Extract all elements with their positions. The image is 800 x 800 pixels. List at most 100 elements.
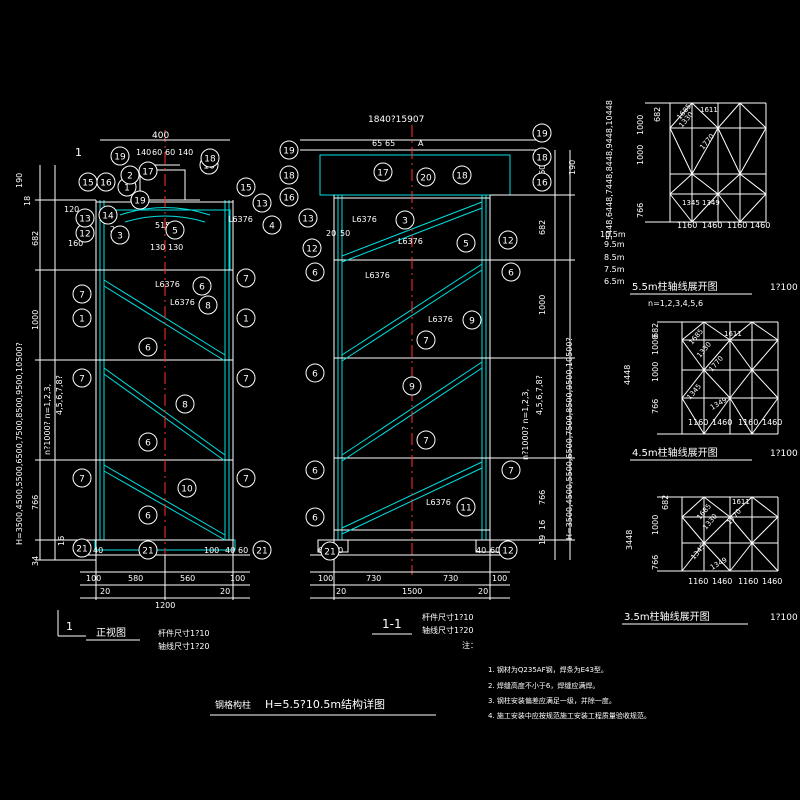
- expansion-row-dim: 682: [661, 495, 670, 510]
- front-callout-7-circle: [72, 468, 92, 488]
- side-callout-7-circle: [501, 460, 521, 480]
- expansion-diag-label: 1611: [732, 498, 750, 506]
- front-callout-13-circle: [252, 193, 272, 213]
- front-callout-1-circle: [236, 308, 256, 328]
- side-callout-11-circle: [456, 497, 476, 517]
- front-callout-6-label: 6: [145, 512, 151, 522]
- expansion-row-dim: 1000: [636, 115, 645, 135]
- grid-line: [751, 369, 779, 399]
- front-dim-bottom: [80, 139, 250, 600]
- side-callout-6-label: 6: [312, 370, 318, 380]
- note-line: 3. 钢柱安装偏差应满足一级，并除一度。: [488, 696, 616, 705]
- front-callout-6-circle: [192, 276, 212, 296]
- grid-line: [669, 173, 693, 195]
- front-dim-bottom-b: 100: [230, 574, 245, 583]
- front-callout-17-label: 17: [142, 168, 153, 178]
- side-callout-7-circle: [416, 430, 436, 450]
- front-dim-side: 18: [23, 196, 32, 206]
- side-dim-top: 1840?15907: [368, 115, 424, 125]
- side-callout-9-circle: [462, 310, 482, 330]
- front-callout-14-circle: [98, 205, 118, 225]
- front-dim-bottom-a: 100: [204, 546, 219, 555]
- expansion-row-dim: 682: [651, 323, 660, 338]
- side-callout-7-circle: [416, 330, 436, 350]
- side-dim-side: 190: [568, 160, 577, 175]
- side-dim-side: 766: [538, 490, 547, 505]
- front-scale-1: 杆件尺寸1?10: [158, 628, 210, 638]
- front-callout-15-label: 15: [82, 179, 93, 189]
- expansion-title: 3.5m柱轴线展开图: [624, 610, 710, 623]
- front-callout-6-label: 6: [145, 439, 151, 449]
- expansion-bottom-dim: 1160: [738, 418, 758, 427]
- front-callout-19-circle: [110, 146, 130, 166]
- grid-line: [703, 542, 731, 572]
- front-section-number: 1: [75, 146, 82, 159]
- front-callout-21-circle: [72, 538, 92, 558]
- front-dim-bottom-c: 20: [220, 587, 230, 596]
- side-callout-6-circle: [305, 363, 325, 383]
- expansion-height: 9.5m: [604, 240, 625, 249]
- side-columns: [319, 154, 511, 540]
- side-callout-9-circle: [402, 376, 422, 396]
- front-callout-7-circle: [72, 284, 92, 304]
- front-dim-top-part: 140: [136, 148, 151, 157]
- side-callout-5-circle: [456, 233, 476, 253]
- front-callout-8-circle: [198, 295, 218, 315]
- expansion-title: 5.5m柱轴线展开图: [632, 280, 718, 293]
- side-scale-2: 轴线尺寸1?20: [422, 625, 474, 635]
- side-callout-6-circle: [305, 507, 325, 527]
- expansion-diag-label: 1349: [702, 199, 720, 207]
- side-callout-21-circle: [320, 541, 340, 561]
- expansion-row-dim: 1000: [651, 335, 660, 355]
- side-dim-inner: 20: [326, 229, 336, 238]
- grid-line: [681, 397, 705, 435]
- expansion-row-dim: 682: [653, 107, 662, 122]
- side-dim-bottom-b: 730: [443, 574, 458, 583]
- side-callout-12-label: 12: [502, 547, 513, 557]
- side-h-note-inner2: 4,5,6,7,8?: [535, 375, 544, 415]
- expansion-row-dim: 1000: [651, 362, 660, 382]
- expansion-diag-label: 1685: [687, 327, 705, 346]
- side-dim-side: 682: [538, 220, 547, 235]
- side-callout-12-circle: [302, 238, 322, 258]
- front-callout-5-circle: [165, 220, 185, 240]
- front-callout-19-circle: [130, 190, 150, 210]
- side-view-title: 1-1: [382, 617, 402, 631]
- grid-line: [669, 102, 693, 129]
- front-callout-10-label: 10: [181, 485, 193, 495]
- grid-line: [729, 542, 753, 572]
- side-dim-bottom-b: 100: [492, 574, 507, 583]
- side-callout-6-label: 6: [312, 514, 318, 524]
- grid-line: [703, 369, 731, 399]
- side-callout-6-circle: [305, 262, 325, 282]
- grid-line: [751, 339, 779, 371]
- front-callout-14-label: 14: [102, 212, 114, 222]
- grid-line: [739, 127, 767, 175]
- side-callout-6-label: 6: [312, 467, 318, 477]
- expansion-bottom-dim: 1160: [738, 577, 758, 586]
- expansion-4-5m: 4448 682 1000 1000 766 1160 1460 1160 14…: [623, 321, 798, 461]
- front-dim-top: 400: [152, 131, 169, 141]
- front-title-lines: [57, 610, 140, 641]
- expansion-note: n=1,2,3,4,5,6: [648, 299, 703, 308]
- front-dim-side: 766: [31, 495, 40, 510]
- front-dim-inner: 120: [64, 205, 79, 214]
- front-callout-7-label: 7: [243, 275, 249, 285]
- front-scale-2: 轴线尺寸1?20: [158, 641, 210, 651]
- front-callout-18-circle: [200, 148, 220, 168]
- expansion-bottom-dim: 1160: [727, 221, 747, 230]
- side-callout-16-label: 16: [536, 179, 548, 189]
- side-dim-bottom-a: 40: [476, 546, 486, 555]
- front-member-label: L6376: [155, 280, 180, 289]
- front-callout-15-circle: [236, 177, 256, 197]
- front-dim-inner: 130: [150, 243, 165, 252]
- side-callout-3-label: 3: [402, 217, 408, 227]
- grid-line: [751, 542, 779, 572]
- expansion-bottom-dim: 1160: [688, 577, 708, 586]
- expansion-height: 6.5m: [604, 277, 625, 286]
- grid-line: [691, 193, 719, 223]
- front-dim-bottom-b: 100: [86, 574, 101, 583]
- grid-line: [703, 516, 731, 544]
- front-dim-bottom-a: 40: [225, 546, 235, 555]
